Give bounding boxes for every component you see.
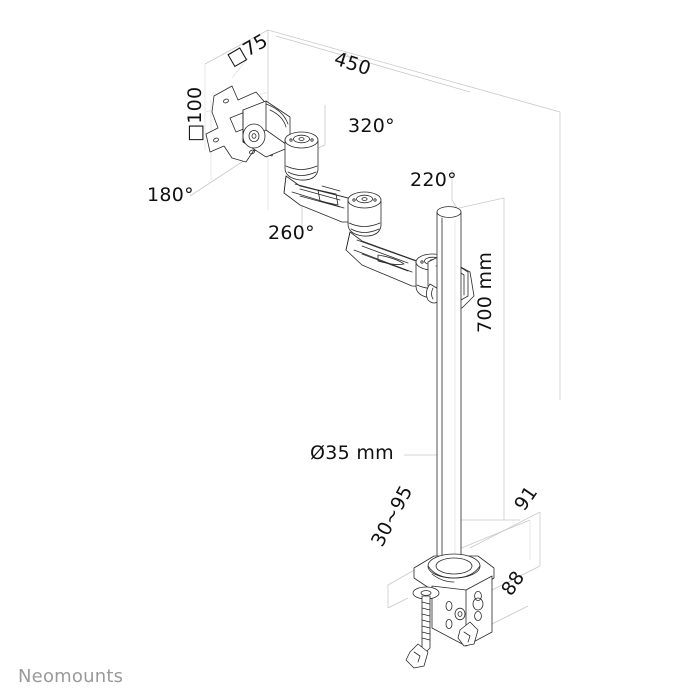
desk-clamp-base <box>405 553 495 669</box>
label-clamp-range-30-95: 30~95 <box>367 482 417 550</box>
lower-arm-segment <box>345 231 437 288</box>
label-rotation-220: 220° <box>410 169 457 191</box>
label-reach-450: 450 <box>331 48 373 80</box>
vertical-pole <box>436 206 462 573</box>
brand-logo-text: Neomounts <box>18 666 123 687</box>
label-base-width-88: 88 <box>497 567 529 600</box>
label-rotation-260: 260° <box>268 222 315 244</box>
label-vesa-75: □75 <box>224 30 272 71</box>
label-pole-height-700: 700 mm <box>474 252 496 333</box>
label-rotation-320: 320° <box>348 115 395 137</box>
mid-rotation-joint <box>347 191 382 237</box>
tilt-head-assembly <box>242 100 291 158</box>
label-pole-diameter-35: Ø35 mm <box>310 442 394 464</box>
upper-rotation-joint <box>284 131 319 181</box>
label-tilt-180: 180° <box>147 184 194 206</box>
label-vesa-100: □100 <box>184 87 206 142</box>
label-base-depth-91: 91 <box>510 482 542 515</box>
dimension-labels: □75 450 □100 180° 320° 220° 260° 700 mm … <box>147 30 542 600</box>
